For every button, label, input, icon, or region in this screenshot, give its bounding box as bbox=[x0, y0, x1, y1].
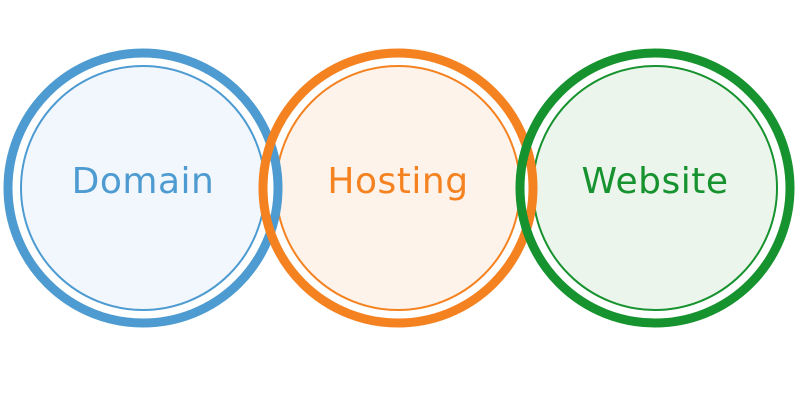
circle-website-outer-ring bbox=[515, 48, 795, 328]
circle-domain-label: Domain bbox=[72, 161, 215, 202]
circle-hosting-label: Hosting bbox=[327, 161, 468, 202]
circle-website-label: Website bbox=[581, 161, 728, 202]
circle-website: Website bbox=[532, 65, 778, 311]
circle-domain-outer-ring bbox=[3, 48, 283, 328]
circle-hosting-outer-ring bbox=[258, 48, 538, 328]
circle-hosting: Hosting bbox=[275, 65, 521, 311]
circle-domain: Domain bbox=[20, 65, 266, 311]
